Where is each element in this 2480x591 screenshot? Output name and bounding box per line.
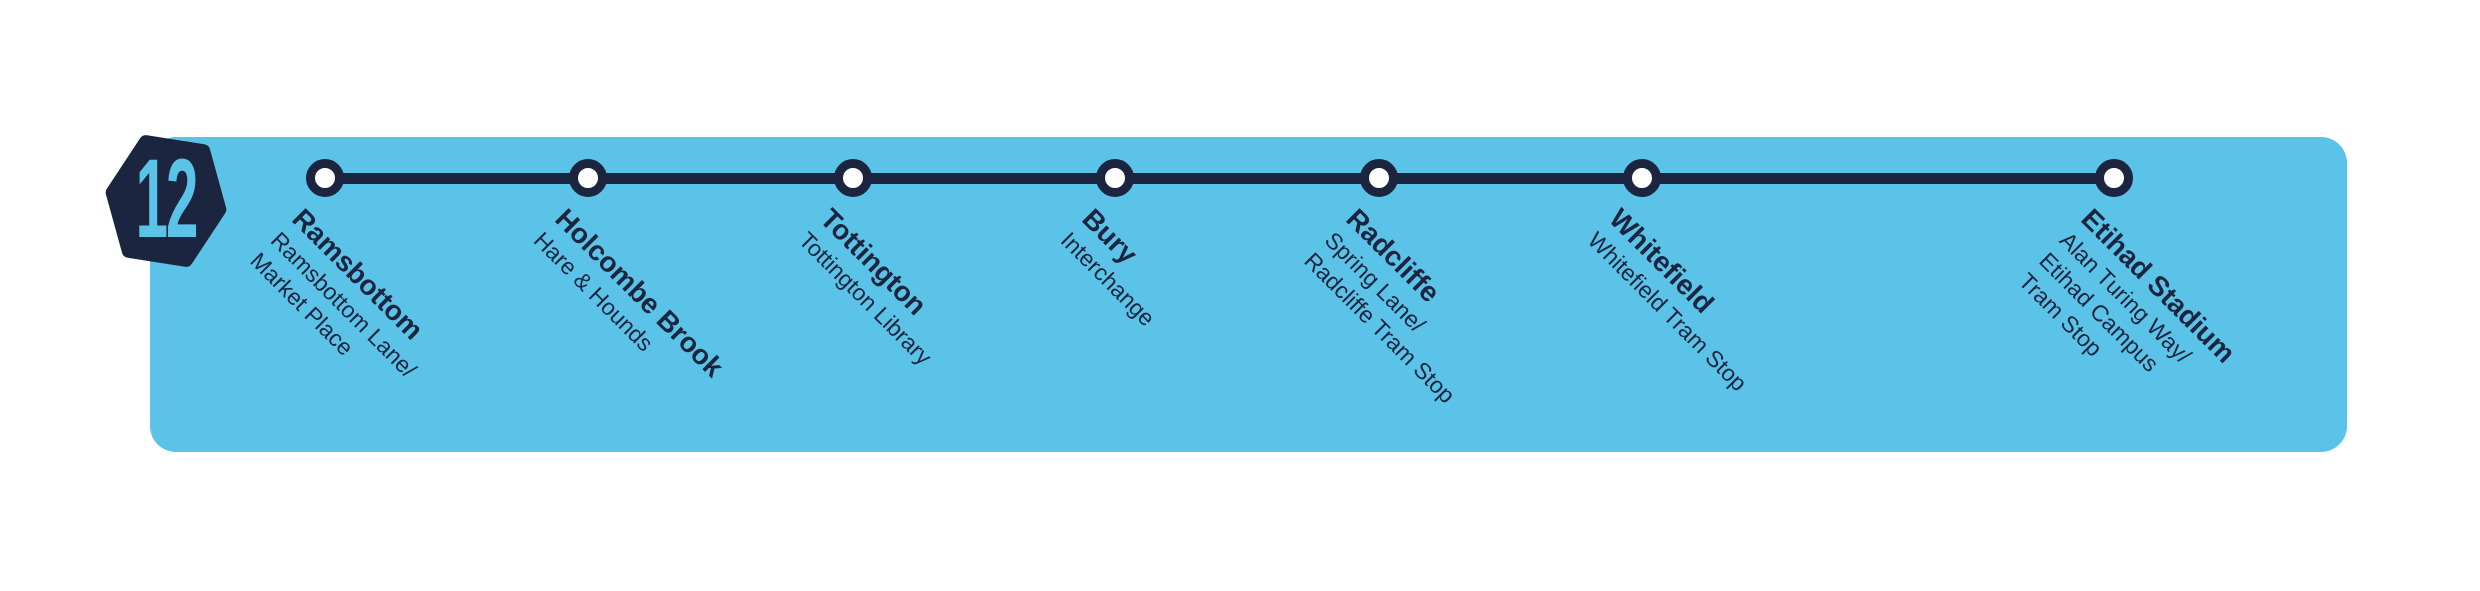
stop-marker-icon <box>2095 159 2133 197</box>
stop-marker-icon <box>834 159 872 197</box>
route-line <box>325 173 2114 184</box>
route-number: 12 <box>135 136 199 261</box>
stop-marker-icon <box>1360 159 1398 197</box>
stop-marker-icon <box>306 159 344 197</box>
hexagon-icon <box>105 135 227 267</box>
stop-marker-icon <box>569 159 607 197</box>
stop-marker-icon <box>1623 159 1661 197</box>
route-card-background <box>150 137 2347 452</box>
stop-marker-icon <box>1096 159 1134 197</box>
route-badge: 12 <box>104 134 228 268</box>
